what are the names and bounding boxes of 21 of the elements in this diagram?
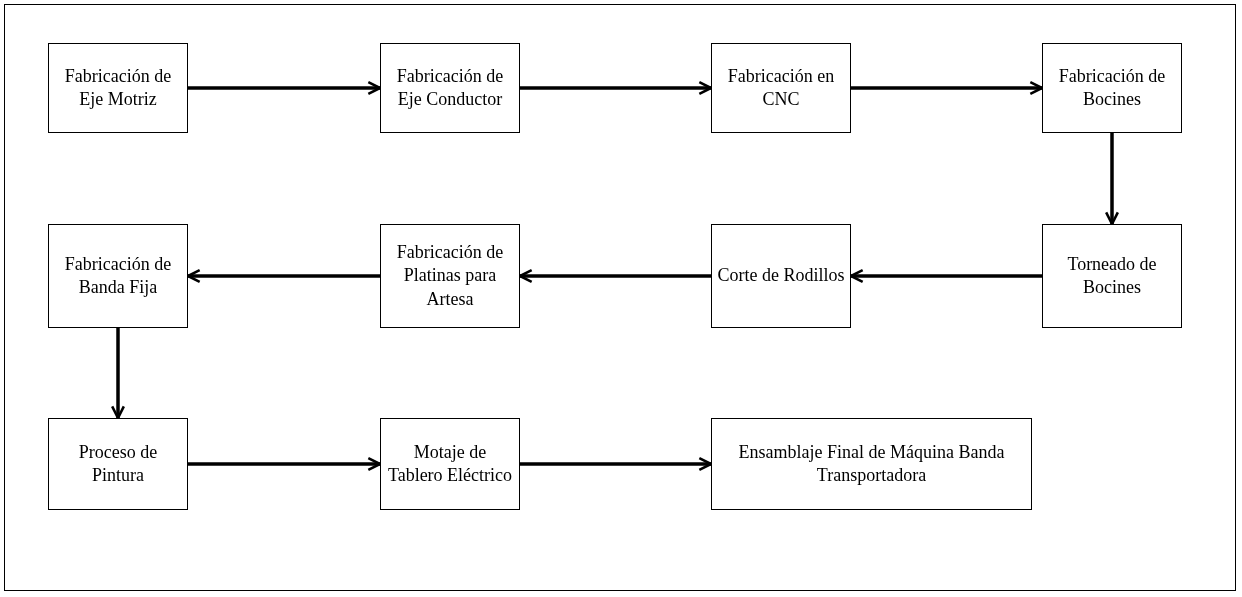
process-box: Proceso de Pintura [48,418,188,510]
process-box: Fabricación de Platinas para Artesa [380,224,520,328]
process-box: Corte de Rodillos [711,224,851,328]
process-box: Ensamblaje Final de Máquina Banda Transportadora [711,418,1032,510]
process-box: Fabricación de Banda Fija [48,224,188,328]
arrow [188,456,382,472]
arrow [188,80,382,96]
arrow [851,80,1044,96]
arrow [520,456,713,472]
process-box: Fabricación de Eje Motriz [48,43,188,133]
process-box: Fabricación de Eje Conductor [380,43,520,133]
arrow [518,268,711,284]
process-box: Fabricación en CNC [711,43,851,133]
arrow [110,328,126,420]
process-box: Fabricación de Bocines [1042,43,1182,133]
arrow [849,268,1042,284]
arrow [1104,133,1120,226]
arrow [186,268,380,284]
arrow [520,80,713,96]
process-box: Torneado de Bocines [1042,224,1182,328]
process-box: Motaje de Tablero Eléctrico [380,418,520,510]
